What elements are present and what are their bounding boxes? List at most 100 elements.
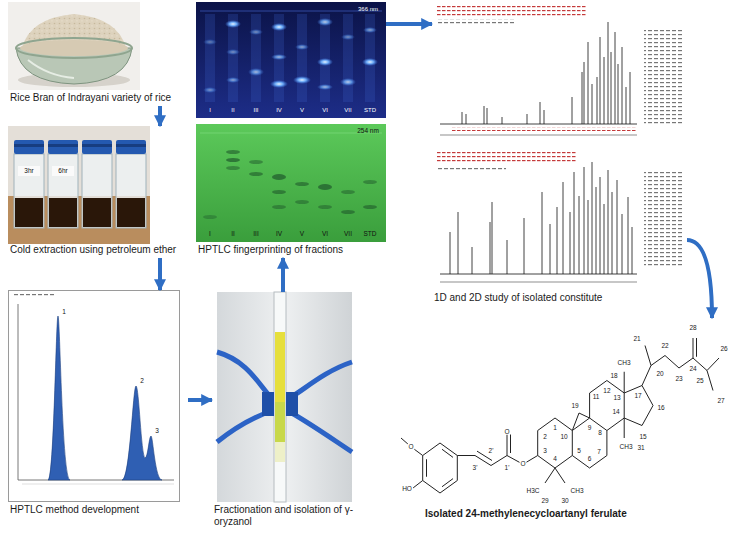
flow-arrow xyxy=(386,22,432,26)
art-ellipse xyxy=(363,205,377,209)
art-rect xyxy=(116,154,146,228)
atom-label: 27 xyxy=(716,397,725,404)
art-rect xyxy=(117,198,145,227)
art-ellipse xyxy=(271,23,287,31)
atom-label: O xyxy=(407,444,414,451)
art-path xyxy=(122,386,162,480)
art-rect xyxy=(432,2,687,290)
callout-label: IV xyxy=(276,231,282,238)
atom-label: 25 xyxy=(695,377,704,384)
art-ellipse xyxy=(16,38,132,58)
atom-label: 15 xyxy=(638,434,647,441)
art-rect xyxy=(452,127,637,131)
art-path xyxy=(28,60,74,78)
art-rect xyxy=(18,166,40,176)
art-path xyxy=(440,135,637,136)
plate-label: VII xyxy=(344,107,351,113)
atom-label: O xyxy=(503,429,510,436)
nmr-spectra xyxy=(432,2,687,290)
art-ellipse xyxy=(226,77,240,83)
art-rect xyxy=(8,196,150,244)
art-ellipse xyxy=(363,27,377,33)
art-g xyxy=(14,140,44,228)
atom-label: 26 xyxy=(719,346,728,353)
plate-label: 366 nm xyxy=(358,6,378,12)
art-rect xyxy=(275,402,285,442)
chromatogram xyxy=(9,291,180,502)
atom-label: 14 xyxy=(611,409,620,416)
chemical-structure xyxy=(401,338,719,493)
art-ellipse xyxy=(249,160,263,164)
art-rect xyxy=(275,332,285,402)
art-ellipse xyxy=(293,76,311,84)
plate-label: IV xyxy=(276,107,282,113)
art-ellipse xyxy=(226,158,240,162)
art-rect xyxy=(9,291,180,502)
atom-label: 24 xyxy=(688,366,697,373)
atom-label: 8 xyxy=(597,430,603,437)
spectrum-panel: 1D and 2D study of isolated constitute xyxy=(432,2,687,306)
atom-label: 21 xyxy=(632,336,641,343)
art-rect xyxy=(262,392,274,416)
caption-text: Cold extraction using petroleum ether xyxy=(8,244,188,256)
art-ellipse xyxy=(271,54,287,60)
atom-label: 7 xyxy=(596,449,602,456)
callout-label: I xyxy=(209,231,211,238)
callout-label: VII xyxy=(344,231,352,238)
atom-label: 9 xyxy=(587,425,593,432)
atom-label: HO xyxy=(401,486,413,493)
art-rect xyxy=(436,166,506,172)
flow-arrow xyxy=(281,258,285,292)
art-rect xyxy=(343,14,353,102)
callout-label: VI xyxy=(322,231,328,238)
art-rect xyxy=(217,292,352,502)
art-rect xyxy=(436,152,576,164)
art-rect xyxy=(52,166,74,176)
flow-arrow xyxy=(158,106,162,126)
art-ellipse xyxy=(341,190,355,194)
art-g xyxy=(82,140,112,228)
plate-label: II xyxy=(231,107,234,113)
atom-label: 4 xyxy=(552,456,558,463)
art-ellipse xyxy=(226,49,240,55)
art-rect xyxy=(286,392,298,416)
art-ellipse xyxy=(317,58,333,66)
atom-label: 5 xyxy=(576,447,582,454)
art-path xyxy=(200,11,382,12)
art-path xyxy=(200,133,382,134)
art-rect xyxy=(14,154,44,228)
atom-label: 16 xyxy=(656,405,665,412)
art-rect xyxy=(82,154,112,228)
art-ellipse xyxy=(203,87,217,93)
art-rect xyxy=(116,144,146,147)
flow-arrow xyxy=(158,258,162,290)
art-ellipse xyxy=(272,205,286,209)
atom-label: 30 xyxy=(560,497,569,504)
art-rect xyxy=(251,14,261,102)
art-g xyxy=(436,5,684,135)
art-rect xyxy=(274,292,286,502)
atom-label: 3 xyxy=(542,447,548,454)
flow-arrow xyxy=(687,240,712,318)
callout-label: STD xyxy=(364,231,377,238)
atom-label: 3' xyxy=(472,465,479,472)
art-rect xyxy=(196,124,386,242)
art-ellipse xyxy=(341,34,355,40)
atom-label: H3C xyxy=(525,487,540,494)
art-ellipse xyxy=(317,18,333,26)
art-ellipse xyxy=(248,68,264,76)
art-path xyxy=(286,410,352,452)
art-ellipse xyxy=(272,174,286,180)
art-path xyxy=(18,304,174,480)
art-ellipse xyxy=(272,190,286,194)
atom-label: CH3 xyxy=(569,487,584,494)
art-rect xyxy=(436,5,586,17)
caption-text: Rice Bran of Indrayani variety of rice xyxy=(8,92,183,104)
art-path xyxy=(440,22,637,124)
flow-arrow xyxy=(188,398,212,402)
atom-label: 11 xyxy=(592,394,601,401)
art-path xyxy=(401,338,719,493)
art-ellipse xyxy=(363,180,377,184)
art-rect xyxy=(48,154,78,228)
